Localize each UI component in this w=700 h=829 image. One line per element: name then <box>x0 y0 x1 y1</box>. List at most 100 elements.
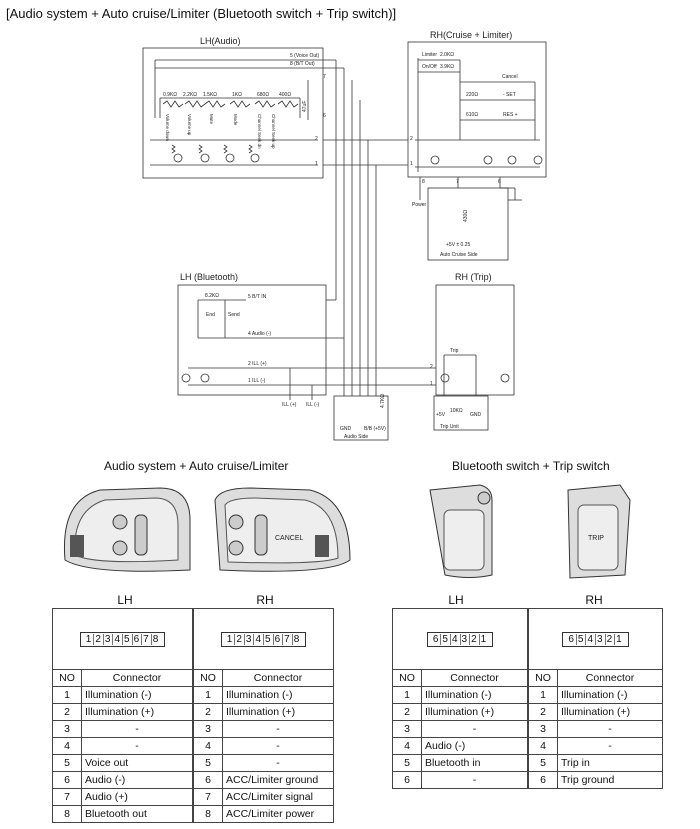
header-no: NO <box>528 669 558 687</box>
audio-section-title: Audio system + Auto cruise/Limiter <box>104 459 289 473</box>
connector-pin: 5 <box>263 633 272 645</box>
set-label: - SET <box>503 92 516 98</box>
r10k-label: 10KΩ <box>450 408 463 414</box>
lh-audio-label: LH(Audio) <box>200 36 241 46</box>
pin-function: Trip ground <box>557 771 663 789</box>
pin-number: 8 <box>193 805 223 823</box>
lh-bluetooth-label: LH (Bluetooth) <box>180 272 238 282</box>
connector-pin: 4 <box>585 633 594 645</box>
pin-number: 2 <box>52 703 82 721</box>
connector-pin: 4 <box>253 633 262 645</box>
pin-number: 5 <box>52 754 82 772</box>
res-label-4: 680Ω <box>257 92 269 98</box>
res-label-3: 1KΩ <box>232 92 242 98</box>
connector-pin: 8 <box>291 633 301 645</box>
table-row: 6- <box>392 771 528 789</box>
pin-number: 2 <box>392 703 422 721</box>
rh-trip-label: RH (Trip) <box>455 272 492 282</box>
connector-pin: 3 <box>102 633 112 645</box>
pin7-label: 7 <box>323 74 326 80</box>
pin-function: Audio (+) <box>81 788 193 806</box>
connector-pin: 6 <box>568 633 575 645</box>
res-label-2: 1.5KΩ <box>203 92 217 98</box>
pin-function: Voice out <box>81 754 193 772</box>
bt-section-title: Bluetooth switch + Trip switch <box>452 459 610 473</box>
connector-pin: 1 <box>478 633 488 645</box>
pin-function: - <box>557 737 663 755</box>
bb-label: B/B (+5V) <box>364 426 386 432</box>
res-label-1: 2.2KΩ <box>183 92 197 98</box>
pin-function: Illumination (+) <box>81 703 193 721</box>
cancel-button-label: CANCEL <box>275 535 304 542</box>
table-row: 3- <box>52 720 193 738</box>
pin-number: 3 <box>52 720 82 738</box>
connector-pin: 3 <box>459 633 469 645</box>
btn-label-5: Channel Seek up <box>271 114 276 149</box>
pin-number: 4 <box>392 737 422 755</box>
send-label: Send <box>228 312 240 318</box>
connector-pin: 6 <box>432 633 440 645</box>
pin-function: - <box>222 720 334 738</box>
pin-function: - <box>421 771 528 789</box>
pin-function: - <box>81 737 193 755</box>
connector-pin: 1 <box>226 633 234 645</box>
connector-pin: 7 <box>141 633 150 645</box>
bt-out-label: 8 (B/T Out) <box>290 61 315 67</box>
pin6-label: 6 <box>323 113 326 119</box>
pin-function: ACC/Limiter power <box>222 805 334 823</box>
header-connector: Connector <box>557 669 663 687</box>
trip-unit-label: Trip Unit <box>440 424 459 430</box>
pin-function: Illumination (-) <box>81 686 193 704</box>
bt-switch-illustration: TRIP <box>429 484 631 579</box>
trip-pin2-label: 2 <box>430 364 433 370</box>
pin-function: - <box>557 720 663 738</box>
pin-number: 3 <box>193 720 223 738</box>
pin-function: Illumination (+) <box>222 703 334 721</box>
cruise-pin8-label: 8 <box>422 179 425 185</box>
pin-function: ACC/Limiter signal <box>222 788 334 806</box>
connector-pin: 2 <box>604 633 614 645</box>
pin-function: - <box>222 754 334 772</box>
cruise-pin7-label: 7 <box>456 179 459 185</box>
btn-label-2: Mute <box>209 114 214 125</box>
header-no: NO <box>52 669 82 687</box>
trip-button-label: TRIP <box>588 535 604 542</box>
bt-lh-label: LH <box>448 593 464 607</box>
auto-cruise-box <box>427 187 509 261</box>
bt-rh-label: RH <box>585 593 603 607</box>
ill-minus-pin-label: 1 ILL (-) <box>248 378 266 384</box>
connector-pin: 2 <box>469 633 478 645</box>
r47k-label: 4.7KΩ <box>380 394 386 408</box>
connector-pin: 7 <box>282 633 291 645</box>
v5-label: +5V ± 0.25 <box>446 242 471 248</box>
pin-function: Illumination (-) <box>222 686 334 704</box>
connector-pin: 3 <box>595 633 604 645</box>
pin-number: 5 <box>193 754 223 772</box>
pin-number: 4 <box>193 737 223 755</box>
onoff-r-label: 3.9KΩ <box>440 64 454 70</box>
r8k2-label: 8.2KΩ <box>205 293 219 299</box>
rh-trip-box <box>435 284 515 396</box>
audio-switch-illustration: CANCEL <box>63 487 351 572</box>
pin-number: 6 <box>528 771 558 789</box>
pin-function: Illumination (-) <box>421 686 528 704</box>
pin1-label: 1 <box>315 161 318 167</box>
pin-function: - <box>421 720 528 738</box>
acs-label: Auto Cruise Side <box>440 252 478 258</box>
header-no: NO <box>193 669 223 687</box>
pin-number: 5 <box>528 754 558 772</box>
cap-label: 47uF <box>302 101 308 112</box>
table-row: 4- <box>52 737 193 755</box>
r430-label: 430Ω <box>463 210 469 222</box>
connector-pin: 6 <box>131 633 141 645</box>
